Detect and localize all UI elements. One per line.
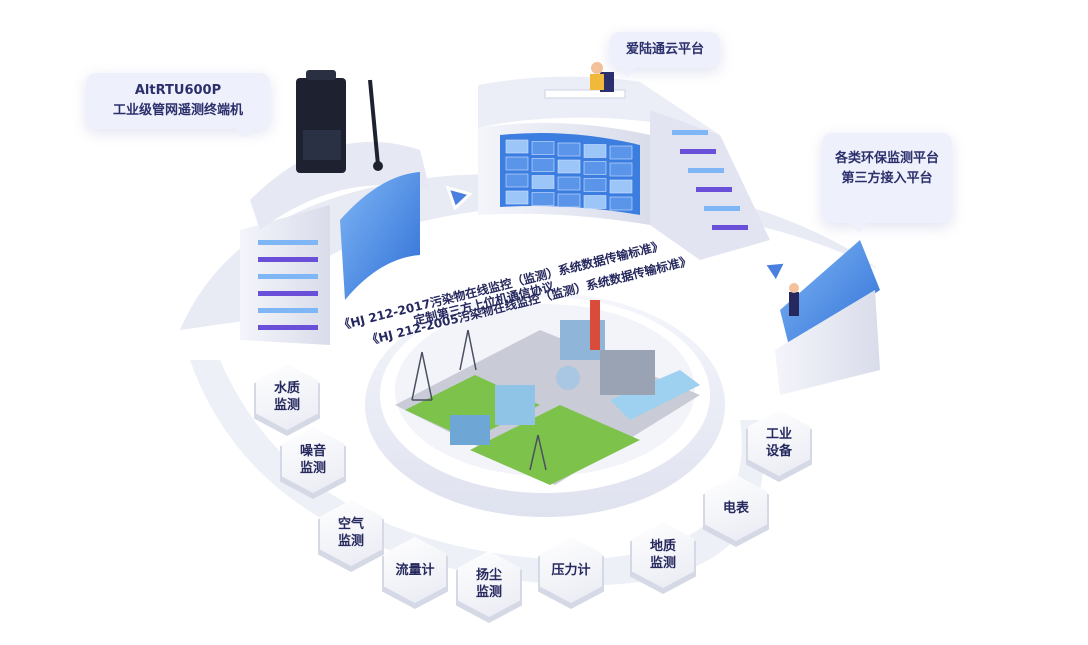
screen-tile xyxy=(609,145,633,160)
rtu-callout-text: AltRTU600P 工业级管网遥测终端机 xyxy=(112,83,243,118)
tower-slot xyxy=(258,325,318,330)
tower-slot xyxy=(696,187,732,192)
rtu-callout: AltRTU600P 工业级管网遥测终端机 xyxy=(86,73,270,138)
hex-air-label: 空气 监测 xyxy=(337,517,364,549)
tower-slot xyxy=(258,308,318,313)
screen-tile xyxy=(583,178,607,192)
hex-noise-label: 噪音 监测 xyxy=(299,444,326,476)
screen-tile xyxy=(531,141,555,155)
hex-water: 水质 监测 xyxy=(256,364,318,430)
tower-slot xyxy=(712,225,748,230)
factory-disc xyxy=(365,293,725,517)
screen-tile xyxy=(531,158,555,172)
hex-dust: 扬尘 监测 xyxy=(458,551,520,617)
hex-meter-label: 电表 xyxy=(722,500,749,516)
screen-tile xyxy=(583,195,607,209)
hex-industrial-label: 工业 设备 xyxy=(765,427,792,459)
screen-tile xyxy=(557,176,581,191)
tower-slot xyxy=(704,206,740,211)
cloud-callout: 爱陆通云平台 xyxy=(610,32,720,77)
tower-slot xyxy=(258,240,318,245)
flow-arrow-left xyxy=(445,185,473,211)
screen-tile xyxy=(557,159,581,174)
screen-tile xyxy=(505,173,529,188)
screen-tile xyxy=(505,190,529,205)
third-party-callout: 各类环保监测平台 第三方接入平台 xyxy=(822,133,952,232)
hex-noise: 噪音 监测 xyxy=(282,427,344,493)
screen-tile xyxy=(505,156,529,171)
tower-slot xyxy=(680,149,716,154)
tower-slot xyxy=(258,257,318,262)
cloud-callout-text: 爱陆通云平台 xyxy=(625,42,704,57)
hex-geo-label: 地质 监测 xyxy=(649,539,676,571)
screen-tile xyxy=(531,192,555,206)
hex-pressure-label: 压力计 xyxy=(551,562,591,578)
tower-slot xyxy=(258,291,318,296)
tower-slot xyxy=(672,130,708,135)
tower-slot xyxy=(688,168,724,173)
hex-water-label: 水质 监测 xyxy=(273,381,300,413)
rtu-screen xyxy=(340,172,420,300)
hex-flow: 流量计 xyxy=(384,537,446,603)
screen-tile xyxy=(583,144,607,158)
screen-tile xyxy=(609,179,633,194)
screen-tile xyxy=(609,162,633,177)
rtu-device-icon xyxy=(296,70,383,173)
hex-flow-label: 流量计 xyxy=(395,562,435,578)
screen-tile xyxy=(583,161,607,175)
screen-tile xyxy=(609,196,633,211)
flow-arrow-right xyxy=(761,260,789,285)
screen-tile xyxy=(557,193,581,208)
hex-dust-label: 扬尘 监测 xyxy=(475,568,502,600)
screen-tile xyxy=(531,175,555,189)
rtu-tower xyxy=(240,141,430,345)
cloud-tower xyxy=(478,62,770,260)
third-party-callout-text: 各类环保监测平台 第三方接入平台 xyxy=(834,151,939,186)
screen-tile xyxy=(557,142,581,157)
tower-slot xyxy=(258,274,318,279)
screen-tile xyxy=(505,139,529,154)
third-party-panel xyxy=(775,240,880,395)
hex-air: 空气 监测 xyxy=(320,500,382,566)
